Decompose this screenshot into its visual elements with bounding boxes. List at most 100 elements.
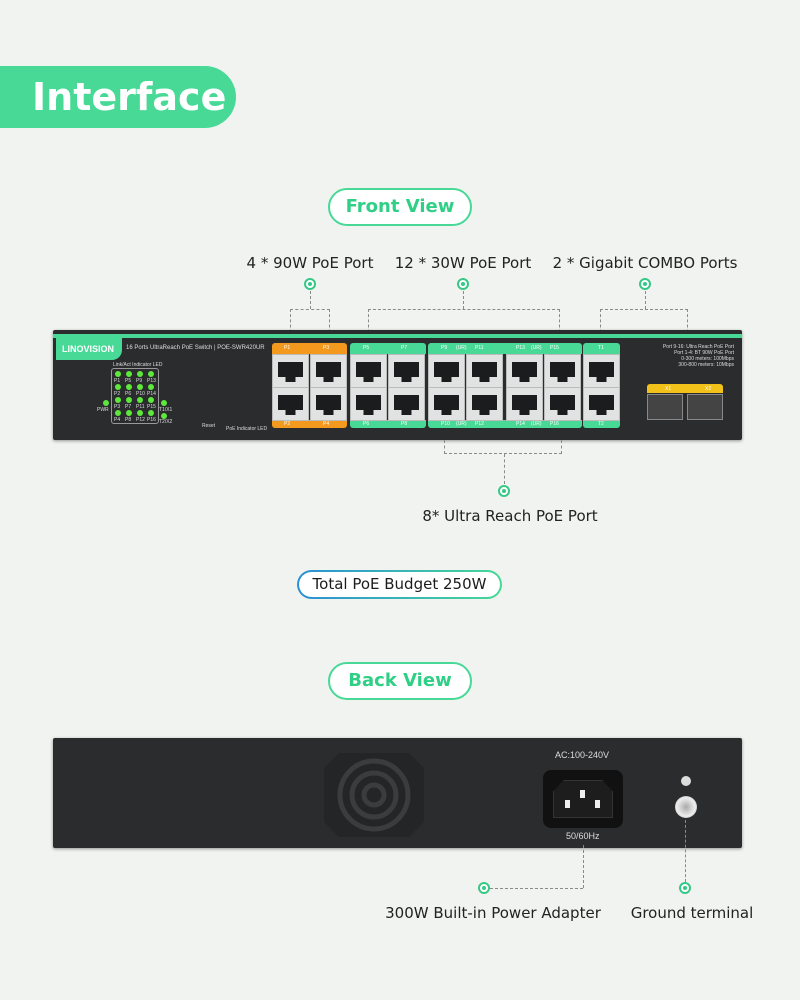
led-p14 — [148, 384, 154, 390]
callout-combo: 2 * Gigabit COMBO Ports — [552, 254, 738, 272]
rj45-port[interactable] — [388, 387, 425, 421]
port-label-top: P7 — [401, 345, 408, 351]
t1x1-label: T1/X1 — [159, 407, 173, 413]
port-group-strip — [272, 420, 347, 428]
led-label: P11 — [136, 404, 145, 410]
led-p15 — [148, 397, 154, 403]
led-p11 — [137, 397, 143, 403]
rj45-port[interactable] — [428, 387, 465, 421]
port-label-top: P15 — [550, 345, 559, 351]
pwr-label: PWR — [97, 407, 109, 413]
port-label-bottom: P14 — [516, 421, 525, 427]
port-label-bottom: P16 — [550, 421, 559, 427]
poe-led-label: PoE Indicator LED — [226, 426, 268, 432]
port-label-top: P1 — [284, 345, 291, 351]
led-p3 — [115, 397, 121, 403]
rj45-port[interactable] — [428, 354, 465, 388]
led-p1 — [115, 371, 121, 377]
rj45-port[interactable] — [544, 387, 581, 421]
port-group-header — [272, 343, 347, 354]
port-label-top: T1 — [598, 345, 604, 351]
back-view-badge: Back View — [328, 662, 472, 700]
rj45-port[interactable] — [466, 354, 503, 388]
led-p6 — [126, 384, 132, 390]
led-p7 — [126, 397, 132, 403]
led-label: P10 — [136, 391, 145, 397]
port-label-bottom: (UR) — [531, 421, 542, 427]
t2x2-label: T2/X2 — [159, 419, 173, 425]
rj45-port[interactable] — [388, 354, 425, 388]
led-p4 — [115, 410, 121, 416]
port-label-bottom: (UR) — [456, 421, 467, 427]
sfp-port-x1[interactable] — [647, 394, 683, 420]
port-label-bottom: P8 — [401, 421, 408, 427]
reset-button: Reset — [202, 423, 216, 429]
ac-label: AC:100-240V — [555, 750, 610, 760]
rj45-port[interactable] — [272, 387, 309, 421]
rj45-port[interactable] — [272, 354, 309, 388]
sfp-port-x2[interactable] — [687, 394, 723, 420]
rj45-port[interactable] — [583, 354, 620, 388]
ground-screw — [675, 796, 697, 818]
port-label-top: (UR) — [531, 345, 542, 351]
led-p9 — [137, 371, 143, 377]
led-p13 — [148, 371, 154, 377]
led-label: P15 — [147, 404, 156, 410]
port-label-top: P9 — [441, 345, 448, 351]
port-label-top: P5 — [363, 345, 370, 351]
callout-30w-poe: 12 * 30W PoE Port — [394, 254, 532, 272]
port-label-bottom: P10 — [441, 421, 450, 427]
port-group-header — [350, 343, 426, 354]
led-label: P4 — [114, 417, 121, 423]
callout-90w-poe: 4 * 90W PoE Port — [246, 254, 374, 272]
ground-symbol-icon — [681, 776, 691, 786]
port-label-top: P11 — [475, 345, 484, 351]
pwr-led — [103, 400, 109, 406]
hz-label: 50/60Hz — [566, 831, 600, 841]
page-title: Interface — [0, 66, 236, 128]
port-group-strip — [428, 420, 582, 428]
led-p5 — [126, 371, 132, 377]
sfp-x1-label: X1 — [665, 386, 672, 392]
rj45-port[interactable] — [466, 387, 503, 421]
port-label-top: P3 — [323, 345, 330, 351]
t1-led — [161, 400, 167, 406]
rj45-port[interactable] — [310, 387, 347, 421]
power-socket[interactable] — [543, 770, 623, 828]
port-label-bottom: T2 — [598, 421, 604, 427]
port-group-strip — [583, 420, 620, 428]
callout-dot — [679, 882, 691, 894]
led-label: P12 — [136, 417, 145, 423]
rj45-port[interactable] — [350, 387, 387, 421]
rj45-port[interactable] — [506, 354, 543, 388]
led-label: P9 — [136, 378, 143, 384]
callout-dot — [304, 278, 316, 290]
port-label-bottom: P4 — [323, 421, 330, 427]
switch-back-panel: AC:100-240V 50/60Hz — [53, 738, 742, 848]
port-group-header — [583, 343, 620, 354]
callout-dot — [639, 278, 651, 290]
led-label: P5 — [125, 378, 132, 384]
led-label: P13 — [147, 378, 156, 384]
led-p10 — [137, 384, 143, 390]
port-group-header — [428, 343, 582, 354]
link-led-label: Link/Act Indicator LED — [113, 362, 163, 368]
rj45-port[interactable] — [583, 387, 620, 421]
callout-dot — [498, 485, 510, 497]
callout-dot — [478, 882, 490, 894]
rj45-port[interactable] — [544, 354, 581, 388]
front-view-badge: Front View — [328, 188, 472, 226]
port-label-top: (UR) — [456, 345, 467, 351]
led-label: P8 — [125, 417, 132, 423]
model-label: 16 Ports UltraReach PoE Switch | POE-SWR… — [126, 345, 265, 351]
poe-budget-badge: Total PoE Budget 250W — [297, 570, 502, 599]
rj45-port[interactable] — [350, 354, 387, 388]
port-label-bottom: P12 — [475, 421, 484, 427]
rj45-port[interactable] — [506, 387, 543, 421]
led-label: P2 — [114, 391, 121, 397]
rj45-port[interactable] — [310, 354, 347, 388]
port-label-top: P13 — [516, 345, 525, 351]
port-label-bottom: P2 — [284, 421, 291, 427]
switch-front-panel: LINOVISION 16 Ports UltraReach PoE Switc… — [53, 330, 742, 440]
callout-power-adapter: 300W Built-in Power Adapter — [385, 904, 601, 922]
